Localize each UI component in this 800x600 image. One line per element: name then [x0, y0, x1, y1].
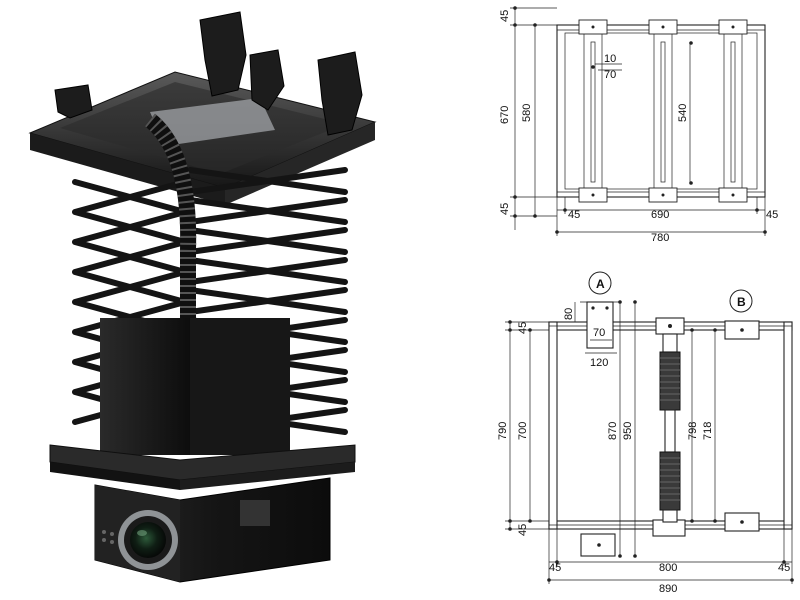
dim-span-d: 718	[702, 422, 714, 440]
actuator	[659, 333, 681, 523]
projector	[94, 477, 331, 583]
dim-total-width-b: 890	[659, 583, 677, 595]
cable-chain	[144, 113, 197, 330]
dim-right-offset: 45	[766, 209, 778, 221]
projector-platform	[49, 444, 356, 490]
callout-b: B	[729, 289, 753, 313]
dim-total-height: 670	[499, 106, 511, 124]
top-view-drawing: 45 670 580 10 70 540 45 45 690 45 780	[499, 6, 778, 244]
dim-total-width: 780	[651, 232, 669, 244]
dim-slot-width: 70	[604, 69, 616, 81]
dim-bottom-offset-b: 45	[517, 524, 529, 536]
dim-bracket-outer: 120	[590, 357, 608, 369]
dim-bottom-offset: 45	[499, 203, 511, 215]
projector-lift-photo	[28, 11, 377, 583]
dim-left-offset: 45	[568, 209, 580, 221]
callout-a: A	[588, 271, 612, 295]
dim-total-height-b: 790	[497, 422, 509, 440]
dim-left-offset-b: 45	[549, 562, 561, 574]
dim-slot-length: 540	[677, 104, 689, 122]
dim-right-offset-b: 45	[778, 562, 790, 574]
dim-span-c: 798	[687, 422, 699, 440]
dim-top-offset-b: 45	[517, 322, 529, 334]
lens	[118, 510, 178, 570]
dim-bracket-offset: 80	[563, 308, 575, 320]
mounting-brackets	[54, 11, 363, 136]
bottom-view-drawing: A B	[497, 271, 794, 595]
dim-inner-width: 690	[651, 209, 669, 221]
dim-inner-height: 580	[521, 104, 533, 122]
dim-inner-height-b: 700	[517, 422, 529, 440]
projector-vent	[240, 500, 270, 526]
dim-bracket-inner: 70	[593, 327, 605, 339]
dim-slot-offset: 10	[604, 53, 616, 65]
dim-span-a: 870	[607, 422, 619, 440]
svg-text:A: A	[596, 277, 605, 291]
dim-top-offset: 45	[499, 10, 511, 22]
svg-text:B: B	[737, 295, 746, 309]
curtain-box	[100, 318, 290, 455]
dim-span-b: 950	[622, 422, 634, 440]
control-buttons	[102, 530, 114, 544]
dim-inner-width-b: 800	[659, 562, 677, 574]
